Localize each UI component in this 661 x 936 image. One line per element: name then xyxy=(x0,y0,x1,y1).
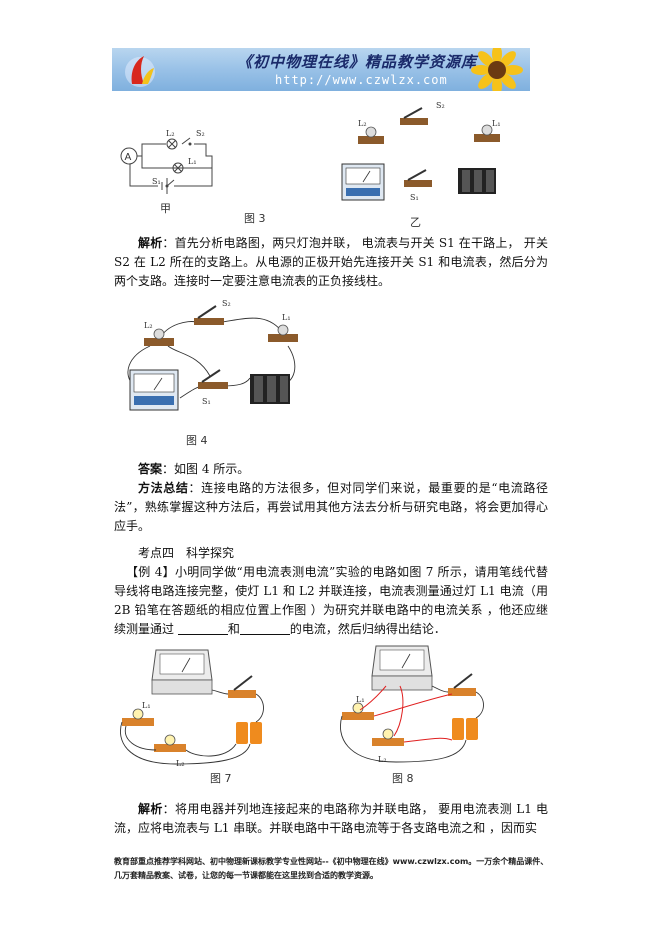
answer-text: ：如图 4 所示。 xyxy=(162,462,250,476)
figure3-jia-caption: 甲 xyxy=(160,202,171,215)
lamp-icon xyxy=(474,124,500,142)
label-L2: L₂ xyxy=(166,129,175,138)
label-L1: L₁ xyxy=(188,157,197,166)
analysis2-text: ：将用电器并列地连接起来的电路称为并联电路， 要用电流表测 L1 电流，应将电流… xyxy=(114,802,548,835)
figure4-caption: 图 4 xyxy=(186,434,208,447)
fig4-label-L1: L₁ xyxy=(282,313,291,322)
switch-icon xyxy=(448,673,476,696)
summary-text: ：连接电路的方法很多，但对同学们来说，最重要的是“电流路径法”，熟练掌握这种方法… xyxy=(114,481,548,533)
figure7-caption: 图 7 xyxy=(210,772,232,785)
switch-icon xyxy=(400,107,428,125)
label-S1: S₁ xyxy=(152,177,161,186)
battery-icon xyxy=(458,168,496,194)
analysis-label: 解析 xyxy=(138,236,163,250)
lamp-icon xyxy=(342,702,374,720)
figure3-yi-components: S₂ L₂ L₁ S₁ xyxy=(341,101,501,202)
fig4-label-L2: L₂ xyxy=(144,321,153,330)
ammeter-icon xyxy=(129,369,179,411)
figure3-jia-diagram: A L₂ S₂ L₁ S₁ xyxy=(120,129,213,194)
ammeter-icon xyxy=(371,645,433,691)
analysis-paragraph-2: 解析：将用电器并列地连接起来的电路称为并联电路， 要用电流表测 L1 电流，应将… xyxy=(114,800,548,838)
figure3-caption: 图 3 xyxy=(244,212,266,225)
fig8-label-L2: L₂ xyxy=(378,755,387,764)
yi-label-L1: L₁ xyxy=(492,119,501,128)
example4-paragraph: 【例 4】小明同学做“用电流表测电流”实验的电路如图 7 所示，请用笔线代替导线… xyxy=(114,563,548,639)
analysis-text: ：首先分析电路图，两只灯泡并联， 电流表与开关 S1 在干路上， 开关 S2 在… xyxy=(114,236,548,288)
battery-icon xyxy=(452,718,478,740)
figure3-yi-caption: 乙 xyxy=(410,216,421,229)
page-footer: 教育部重点推荐学科网站、初中物理新课标教学专业性网站--《初中物理在线》www.… xyxy=(114,857,549,880)
fig7-label-L1: L₁ xyxy=(142,701,151,710)
label-A: A xyxy=(125,152,132,163)
switch-icon xyxy=(194,305,224,325)
fig4-label-S2: S₂ xyxy=(222,299,231,308)
answer-paragraph: 答案：如图 4 所示。 xyxy=(114,460,548,479)
summary-label: 方法总结 xyxy=(138,481,189,495)
example4-text-1: 【例 4】小明同学做“用电流表测电流”实验的电路如图 7 所示，请用笔线代替导线… xyxy=(114,565,548,636)
answer-label: 答案 xyxy=(138,462,163,476)
switch-icon xyxy=(404,169,432,187)
example4-text-2: 和 xyxy=(227,622,240,636)
fig8-label-L1: L₁ xyxy=(356,695,365,704)
lamp-icon xyxy=(268,324,298,342)
section-heading: 考点四 科学探究 xyxy=(138,546,235,560)
figure8-caption: 图 8 xyxy=(392,772,414,785)
figure8-experiment-diagram: L₁ L₂ xyxy=(340,645,484,764)
yi-label-S2: S₂ xyxy=(436,101,445,110)
answer-blank-2[interactable] xyxy=(239,622,290,635)
fig7-label-L2: L₂ xyxy=(176,759,185,768)
switch-icon xyxy=(228,675,256,698)
ammeter-icon xyxy=(151,649,213,695)
battery-icon xyxy=(250,374,290,404)
answer-blank-1[interactable] xyxy=(177,622,228,635)
switch-icon xyxy=(198,369,228,389)
site-logo-icon xyxy=(125,56,155,87)
analysis2-label: 解析 xyxy=(138,802,163,816)
banner-title: 《初中物理在线》精品教学资源库 xyxy=(237,53,478,71)
header-banner: 《初中物理在线》精品教学资源库 http://www.czwlzx.com xyxy=(112,48,530,91)
figure7-experiment-diagram: L₁ L₂ xyxy=(120,649,264,768)
fig4-label-S1: S₁ xyxy=(202,397,211,406)
summary-paragraph: 方法总结：连接电路的方法很多，但对同学们来说，最重要的是“电流路径法”，熟练掌握… xyxy=(114,479,548,536)
lamp-icon xyxy=(372,728,404,746)
yi-label-L2: L₂ xyxy=(358,119,367,128)
yi-label-S1: S₁ xyxy=(410,193,419,202)
lamp-icon xyxy=(154,734,186,752)
battery-icon xyxy=(236,722,262,744)
lamp-icon xyxy=(144,328,174,346)
analysis-paragraph-1: 解析：首先分析电路图，两只灯泡并联， 电流表与开关 S1 在干路上， 开关 S2… xyxy=(114,234,548,291)
ammeter-icon xyxy=(341,163,385,201)
example4-text-3: 的电流，然后归纳得出结论． xyxy=(289,622,446,636)
sunflower-icon xyxy=(471,48,523,91)
lamp-icon xyxy=(122,708,154,726)
lamp-icon xyxy=(358,126,384,144)
banner-url[interactable]: http://www.czwlzx.com xyxy=(275,73,448,87)
figure4-wiring-diagram: L₂ S₂ L₁ S₁ xyxy=(127,299,298,411)
label-S2: S₂ xyxy=(196,129,205,138)
